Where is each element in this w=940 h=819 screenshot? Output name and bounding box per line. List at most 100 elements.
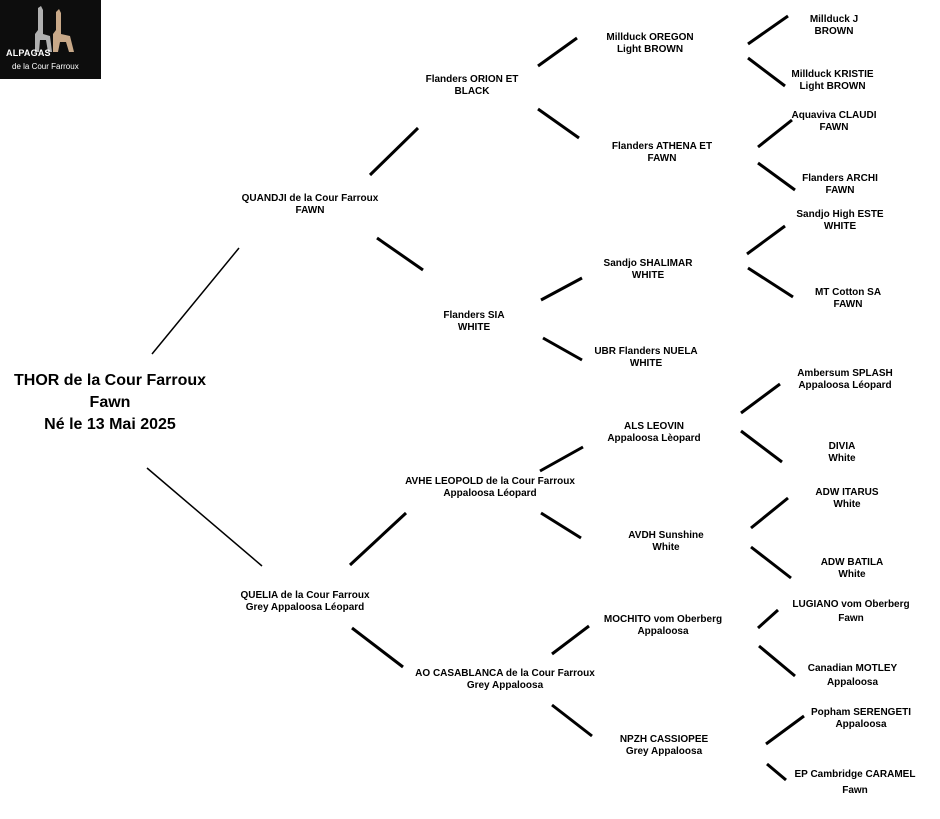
gen4-color: Appaloosa — [826, 677, 879, 688]
gen4-color: FAWN — [833, 299, 863, 310]
gen4-name: Canadian MOTLEY — [807, 663, 898, 674]
gen4-color: White — [828, 453, 856, 464]
dam-color: Grey Appaloosa Léopard — [245, 602, 365, 613]
gen4-node: EP Cambridge CARAMEL Fawn — [784, 769, 926, 797]
gen3-color: White — [652, 542, 680, 553]
gen4-node: Canadian MOTLEY Appaloosa — [790, 663, 915, 689]
root-color: Fawn — [89, 394, 131, 411]
sire-name: QUANDJI de la Cour Farroux — [241, 193, 379, 204]
gen4-name: Aquaviva CLAUDI — [791, 110, 877, 121]
dam-sire-color: Appaloosa Léopard — [443, 488, 537, 499]
gen4-color: FAWN — [825, 185, 855, 196]
gen4-node: ADW ITARUS White — [792, 487, 902, 511]
gen3-node: NPZH CASSIOPEE Grey Appaloosa — [594, 734, 734, 758]
gen3-node: Sandjo SHALIMAR WHITE — [578, 258, 718, 282]
gen3-name: Flanders ATHENA ET — [611, 141, 713, 152]
gen3-color: WHITE — [631, 270, 665, 281]
connector-line — [542, 336, 583, 362]
gen4-color: Appaloosa Léopard — [798, 380, 892, 391]
root-birth-date: Né le 13 Mai 2025 — [44, 416, 176, 433]
gen4-node: MT Cotton SA FAWN — [792, 287, 904, 311]
gen4-name: LUGIANO vom Oberberg — [792, 599, 910, 610]
dam-dam-name: AO CASABLANCA de la Cour Farroux — [415, 668, 595, 679]
connector-line — [750, 545, 792, 580]
connector-line — [758, 644, 796, 678]
gen4-node: ADW BATILA White — [802, 557, 902, 581]
gen4-node: Sandjo High ESTE WHITE — [780, 209, 900, 233]
gen4-color: White — [833, 499, 861, 510]
dam-sire-name: AVHE LEOPOLD de la Cour Farroux — [405, 476, 575, 487]
gen4-name: Flanders ARCHI — [802, 173, 878, 184]
sire-sire: Flanders ORION ET BLACK — [392, 74, 552, 98]
sire-sire-color: BLACK — [454, 86, 490, 97]
gen4-node: Popham SERENGETI Appaloosa — [796, 707, 926, 731]
gen4-color: Light BROWN — [799, 81, 866, 92]
connector-line — [351, 626, 404, 669]
connector-line — [747, 266, 794, 299]
gen3-color: Grey Appaloosa — [625, 746, 703, 757]
connector-line — [551, 624, 590, 656]
connector-line — [740, 382, 781, 415]
gen3-node: Flanders ATHENA ET FAWN — [592, 141, 732, 165]
connector-line — [757, 161, 796, 192]
sire-dam: Flanders SIA WHITE — [414, 310, 534, 334]
gen4-color: Fawn — [842, 785, 868, 796]
connector-line — [368, 126, 420, 177]
connector-line — [766, 762, 787, 782]
gen4-name: ADW BATILA — [820, 557, 884, 568]
connector-line — [765, 714, 805, 746]
connector-line — [151, 247, 240, 355]
gen3-node: AVDH Sunshine White — [596, 530, 736, 554]
logo-line2: de la Cour Farroux — [12, 62, 79, 71]
gen4-name: EP Cambridge CARAMEL — [794, 769, 916, 780]
alpaca-logo-icon — [35, 6, 74, 52]
connector-line — [539, 445, 584, 473]
gen3-color: Light BROWN — [616, 44, 684, 55]
gen4-color: BROWN — [814, 26, 854, 37]
connector-line — [540, 276, 583, 302]
gen4-name: MT Cotton SA — [814, 287, 882, 298]
connector-line — [747, 56, 786, 88]
gen4-node: Millduck KRISTIE Light BROWN — [770, 69, 895, 93]
gen4-node: LUGIANO vom Oberberg Fawn — [776, 599, 926, 625]
root-name: THOR de la Cour Farroux — [13, 372, 207, 389]
gen4-name: Sandjo High ESTE — [796, 209, 884, 220]
logo: ALPAGAS de la Cour Farroux — [0, 0, 101, 79]
connector-line — [750, 496, 789, 530]
connector-line — [757, 118, 793, 149]
connector-line — [540, 511, 582, 540]
gen4-color: WHITE — [823, 221, 857, 232]
gen4-name: Millduck KRISTIE — [791, 69, 874, 80]
gen3-name: NPZH CASSIOPEE — [619, 734, 709, 745]
gen3-name: ALS LEOVIN — [623, 421, 684, 432]
gen4-node: Millduck J BROWN — [778, 14, 890, 38]
dam-name: QUELIA de la Cour Farroux — [240, 590, 370, 601]
connector-line — [746, 224, 786, 256]
connector-line — [537, 107, 580, 140]
gen4-color: Fawn — [838, 613, 864, 624]
connector-line — [537, 36, 578, 68]
gen3-node: MOCHITO vom Oberberg Appaloosa — [588, 614, 738, 638]
connector-line — [376, 236, 424, 272]
gen3-name: MOCHITO vom Oberberg — [603, 614, 723, 625]
gen3-name: Millduck OREGON — [606, 32, 694, 43]
sire: QUANDJI de la Cour Farroux FAWN — [210, 193, 410, 217]
gen3-name: AVDH Sunshine — [628, 530, 704, 541]
connector-line — [740, 429, 783, 464]
logo-line1: ALPAGAS — [6, 48, 51, 58]
gen4-node: Aquaviva CLAUDI FAWN — [778, 110, 890, 134]
dam-dam-color: Grey Appaloosa — [466, 680, 544, 691]
gen4-node: DIVIA White — [792, 441, 892, 465]
sire-sire-name: Flanders ORION ET — [425, 74, 519, 85]
gen3-node: ALS LEOVIN Appaloosa Lèopard — [584, 421, 724, 445]
gen3-color: WHITE — [629, 358, 663, 369]
sire-color: FAWN — [295, 205, 325, 216]
gen3-node: UBR Flanders NUELA WHITE — [576, 346, 716, 370]
gen4-color: White — [838, 569, 866, 580]
gen3-name: Sandjo SHALIMAR — [603, 258, 693, 269]
gen4-name: ADW ITARUS — [815, 487, 879, 498]
gen4-color: FAWN — [819, 122, 849, 133]
connector-line — [747, 14, 789, 46]
root-animal: THOR de la Cour Farroux Fawn Né le 13 Ma… — [10, 370, 210, 436]
